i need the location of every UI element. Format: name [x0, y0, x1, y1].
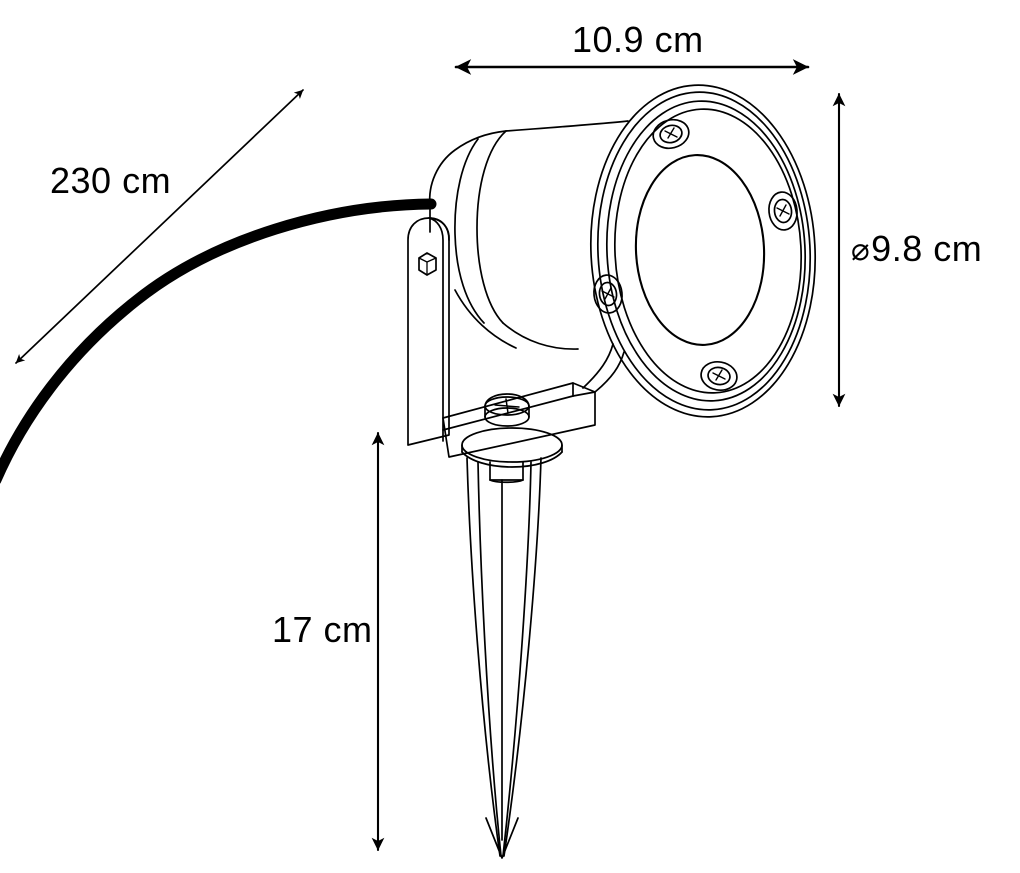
bezel-screw — [593, 274, 623, 314]
dimension-label-diameter: ⌀9.8 cm — [851, 231, 982, 267]
dimension-line-cable — [15, 89, 304, 364]
glass-lens — [634, 154, 766, 346]
spike-mount-disc — [461, 427, 563, 468]
diameter-symbol-icon: ⌀ — [851, 232, 871, 267]
bezel-screw — [652, 118, 690, 150]
bezel-screw — [700, 361, 738, 391]
dimension-label-width: 10.9 cm — [572, 19, 704, 60]
dimension-label-cable: 230 cm — [50, 160, 172, 201]
ground-spike — [466, 457, 542, 859]
lamp-housing — [428, 120, 629, 350]
hex-bolt — [418, 252, 437, 276]
lamp-head-bezel — [589, 84, 817, 418]
dimension-label-diameter-value: 9.8 cm — [871, 228, 983, 269]
bezel-screw — [768, 191, 798, 231]
dimension-label-height: 17 cm — [272, 609, 373, 650]
power-cable — [0, 198, 437, 484]
phillips-base-screw — [484, 393, 530, 427]
